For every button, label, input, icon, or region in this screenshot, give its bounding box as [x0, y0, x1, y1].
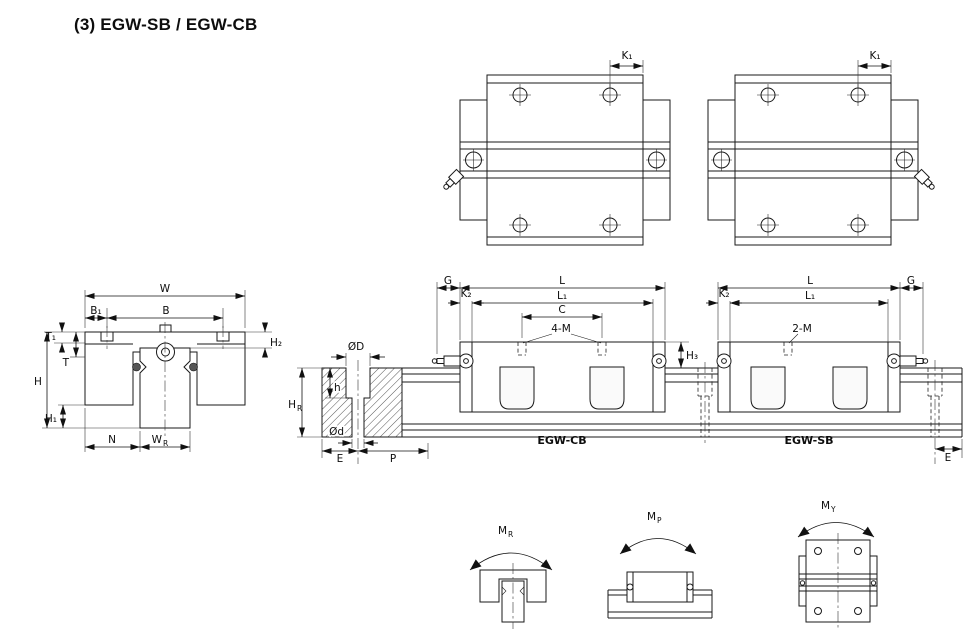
top-view-block-right: K₁ — [707, 50, 935, 246]
grease-nipple-icon — [913, 168, 935, 190]
dim-label-h3: H₃ — [686, 350, 698, 362]
dim-label-p: P — [390, 453, 396, 465]
dim-label-4m: 4-M — [551, 323, 571, 335]
dim-l-sb: L — [717, 275, 901, 340]
moment-label-mp-sub: P — [657, 516, 662, 525]
dim-label-t1: T₁ — [44, 331, 56, 343]
moment-label-mp: M — [647, 511, 656, 523]
dim-k2-l1-cb: K₂ L₁ — [448, 288, 654, 342]
moment-mr-diagram: M R — [469, 525, 553, 629]
moment-arrow-mr — [469, 552, 553, 571]
dim-label-wr-sub: R — [163, 439, 168, 448]
dim-label-g: G — [444, 275, 452, 287]
dim-k1-left: K₁ — [609, 50, 644, 88]
dim-label-2m: 2-M — [792, 323, 812, 335]
moment-my-diagram: M Y — [797, 500, 878, 629]
dim-label-l: L — [807, 275, 813, 287]
dim-label-h-low: h — [334, 382, 341, 394]
dim-label-dia-big: ØD — [348, 341, 364, 353]
dim-label-k1: K₁ — [621, 50, 632, 62]
moment-label-mr: M — [498, 525, 507, 537]
dim-l-cb: L — [459, 275, 666, 340]
dim-label-h2: H₂ — [270, 337, 282, 349]
moment-mp-diagram: M P — [607, 511, 713, 619]
dim-label-b1: B₁ — [90, 305, 101, 317]
dim-h3: H₃ — [665, 341, 698, 368]
grease-nipple-icon — [443, 168, 465, 190]
grease-nipple-icon — [899, 355, 929, 367]
moment-label-my-sub: Y — [830, 505, 836, 514]
dim-k1-right: K₁ — [857, 50, 892, 88]
grease-nipple-icon — [431, 355, 461, 367]
rail-hole-section: ØD h H R Ød E P — [288, 341, 429, 465]
moment-arrow-mp — [619, 538, 697, 555]
dim-label-hr-sub: R — [297, 404, 302, 413]
moment-label-my: M — [821, 500, 830, 512]
dim-label-e: E — [337, 453, 344, 465]
moment-arrow-my — [797, 522, 875, 538]
dim-e-rail-end: E — [935, 439, 963, 464]
dim-label-dia-small: Ød — [329, 426, 344, 438]
dim-label-t: T — [62, 357, 70, 369]
dim-label-g: G — [907, 275, 915, 287]
dim-w: W — [84, 283, 246, 328]
dim-label-b: B — [162, 305, 169, 317]
dim-n-wr: N W R — [84, 408, 191, 452]
dim-label-l1: L₁ — [557, 290, 567, 302]
dim-label-h1: H₁ — [45, 413, 57, 425]
front-view-cross-section: W B₁ B T₁ T H — [34, 283, 282, 452]
dim-label-h: H — [34, 376, 42, 388]
side-view-egw-sb: L G K₂ L₁ 2-M EGW-SB — [706, 275, 929, 447]
dim-hr: H R — [288, 367, 322, 438]
dim-h1: H₁ — [45, 404, 85, 428]
dim-k2-l1-sb: K₂ L₁ — [706, 288, 889, 342]
dim-label-w: W — [160, 283, 171, 295]
dim-h2: H₂ — [190, 322, 282, 358]
dim-b1-b: B₁ B — [85, 305, 224, 328]
dim-c: C — [521, 304, 603, 338]
top-view-block-left: K₁ — [443, 50, 671, 246]
dim-h-counterbore: h — [325, 368, 346, 399]
label-2m: 2-M — [788, 323, 812, 344]
dim-label-c: C — [558, 304, 565, 316]
moment-label-mr-sub: R — [508, 530, 513, 539]
dim-g-right: G — [900, 275, 924, 354]
dim-dia-d-big: ØD — [331, 341, 385, 366]
label-4m: 4-M — [522, 323, 602, 344]
dim-label-l: L — [559, 275, 565, 287]
dim-label-l1: L₁ — [805, 290, 815, 302]
dim-label-e: E — [945, 452, 952, 464]
dim-label-k2: K₂ — [718, 288, 729, 300]
dim-label-n: N — [108, 434, 116, 446]
dim-dia-d-small: Ød — [327, 424, 378, 448]
dim-e-p: E P — [321, 439, 429, 465]
page-title: (3) EGW-SB / EGW-CB — [74, 15, 258, 34]
dim-g-left: G — [436, 275, 460, 354]
dim-t1-t: T₁ T — [44, 322, 85, 369]
view-label-egw-cb: EGW-CB — [537, 434, 586, 447]
dim-label-wr: W — [152, 434, 163, 446]
side-view-egw-cb: G L K₂ L₁ C 4-M — [431, 275, 698, 447]
dim-label-hr: H — [288, 399, 296, 411]
view-label-egw-sb: EGW-SB — [784, 434, 833, 447]
dim-label-k2: K₂ — [460, 288, 471, 300]
dim-h: H — [34, 332, 140, 429]
dim-label-k1: K₁ — [869, 50, 880, 62]
